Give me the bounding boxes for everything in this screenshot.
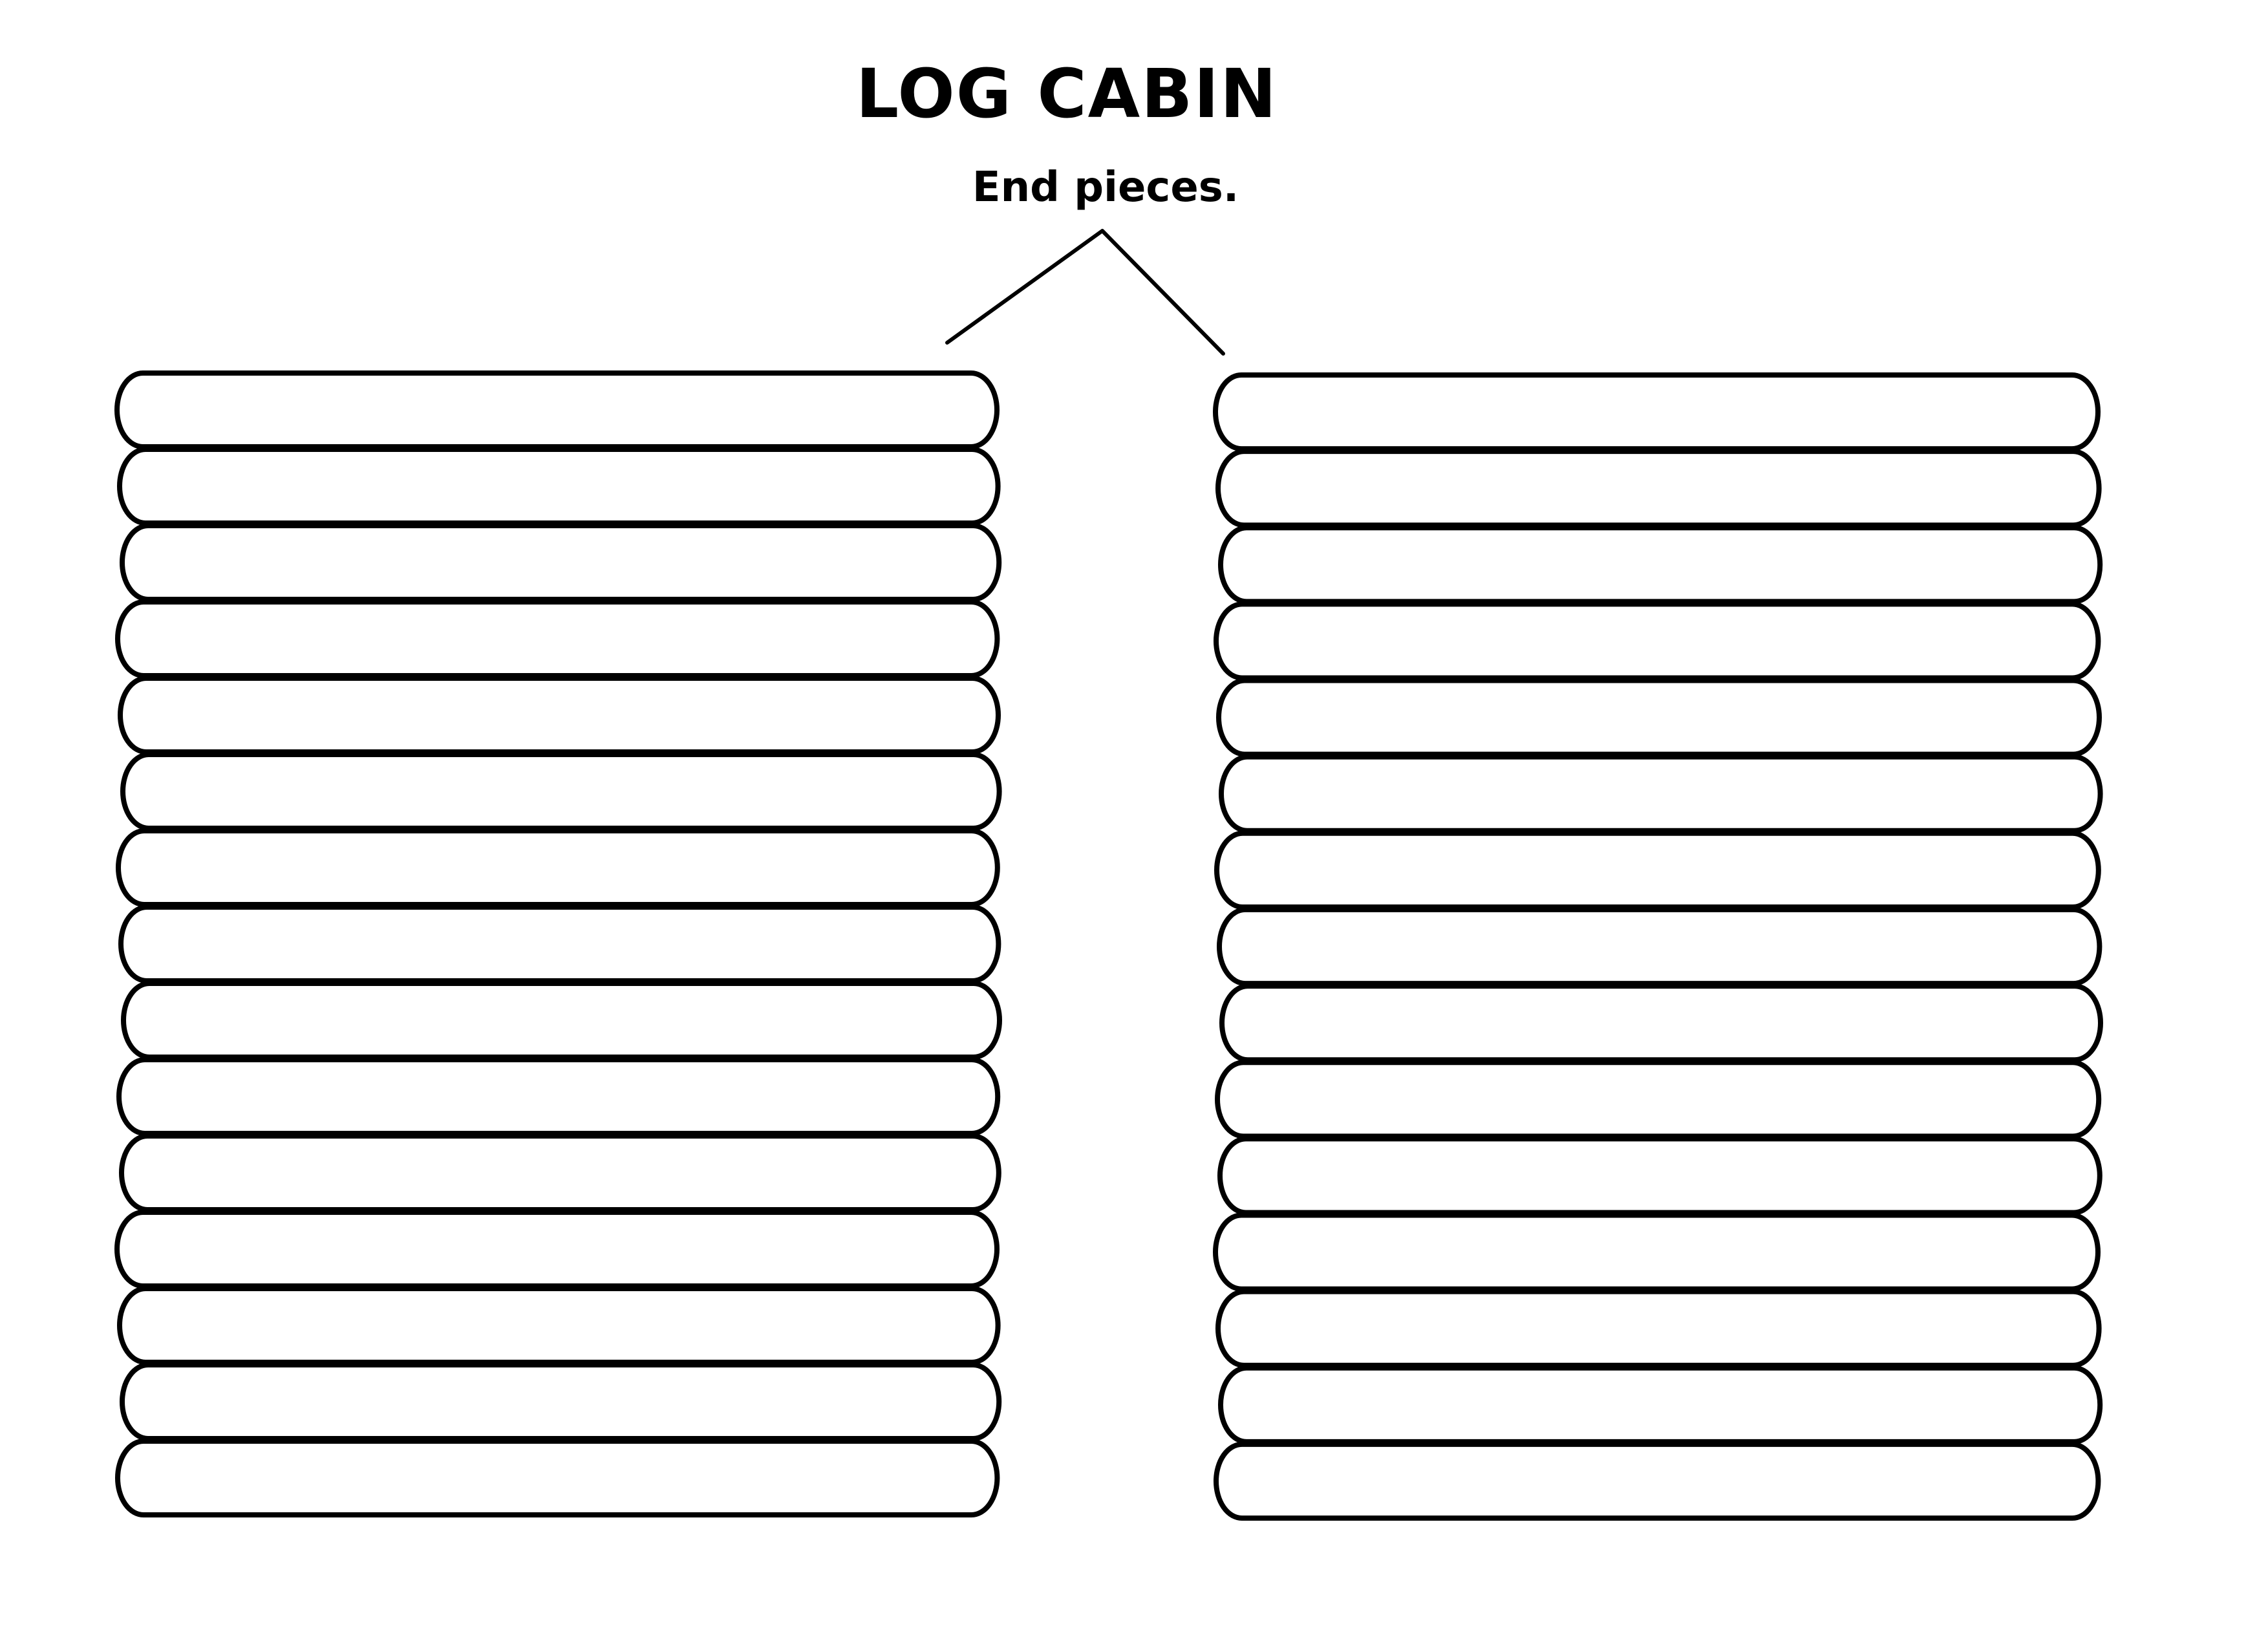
- left-end-piece-log: [115, 599, 1000, 678]
- left-end-piece-log: [119, 1133, 1001, 1212]
- right-end-piece-log: [1215, 1060, 2102, 1139]
- left-end-piece-log: [118, 905, 1001, 983]
- right-end-piece-stack: [1213, 372, 2103, 1521]
- right-end-piece-log: [1219, 983, 2103, 1063]
- right-end-piece-log: [1214, 830, 2101, 910]
- left-end-piece-log: [114, 370, 1000, 449]
- left-end-piece-log: [117, 1286, 1001, 1365]
- end-pieces-label: End pieces.: [972, 164, 1239, 211]
- left-end-piece-log: [120, 523, 1002, 602]
- left-end-piece-log: [117, 447, 1001, 526]
- left-end-piece-log: [120, 752, 1002, 831]
- left-end-piece-log: [114, 1210, 1000, 1289]
- right-end-piece-log: [1218, 525, 2103, 605]
- left-end-piece-log: [116, 828, 1000, 907]
- left-end-piece-log: [120, 1362, 1002, 1441]
- right-end-piece-log: [1218, 1365, 2103, 1444]
- right-end-piece-log: [1214, 601, 2101, 681]
- pointer-lines: [945, 229, 1225, 356]
- right-end-piece-log: [1215, 449, 2102, 528]
- left-end-piece-log: [118, 676, 1001, 755]
- right-end-piece-log: [1213, 1212, 2101, 1292]
- left-end-piece-log: [116, 1057, 1001, 1136]
- right-end-piece-log: [1217, 906, 2102, 987]
- right-end-piece-log: [1213, 372, 2101, 452]
- right-end-piece-log: [1216, 678, 2102, 757]
- page-title: LOG CABIN: [855, 54, 1278, 133]
- right-end-piece-log: [1214, 1441, 2101, 1521]
- right-end-piece-log: [1215, 1289, 2102, 1368]
- left-end-piece-stack: [114, 370, 1002, 1517]
- left-end-piece-log: [121, 981, 1002, 1060]
- right-end-piece-log: [1219, 754, 2103, 833]
- right-end-piece-log: [1217, 1136, 2102, 1216]
- left-end-piece-log: [115, 1439, 1000, 1517]
